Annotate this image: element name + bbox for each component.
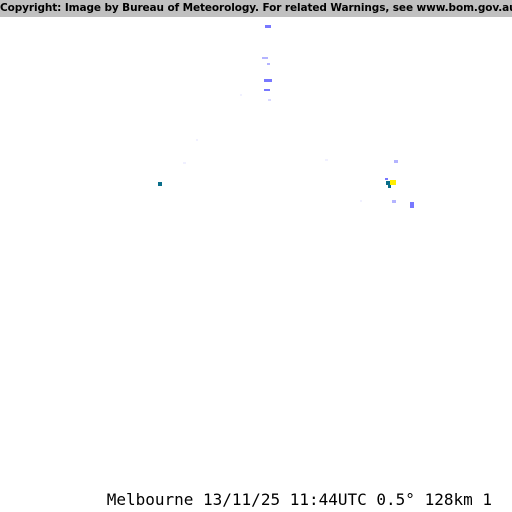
radar-echo (390, 180, 396, 185)
copyright-text: Copyright: Image by Bureau of Meteorolog… (0, 2, 512, 14)
radar-echo (264, 79, 272, 82)
copyright-bar: Copyright: Image by Bureau of Meteorolog… (0, 0, 512, 17)
radar-echo (265, 25, 271, 28)
radar-echo (262, 57, 268, 59)
radar-echo (196, 139, 198, 141)
radar-echo (325, 159, 328, 161)
radar-echo (392, 200, 396, 203)
radar-echo (385, 178, 388, 180)
radar-caption-text: Melbourne 13/11/25 11:44UTC 0.5° 128km 1 (106, 490, 492, 509)
radar-echo (268, 99, 271, 101)
radar-echo (264, 89, 270, 91)
radar-echo (158, 182, 162, 186)
radar-image (0, 17, 512, 487)
radar-caption: Melbourne 13/11/25 11:44UTC 0.5° 128km 1 (107, 491, 492, 509)
radar-echo (394, 160, 398, 163)
radar-echo (410, 202, 414, 208)
radar-echo (386, 181, 390, 185)
radar-echo (240, 94, 242, 96)
radar-echo (267, 63, 270, 65)
radar-echo (388, 185, 391, 188)
radar-echo (360, 200, 362, 202)
radar-echo (183, 162, 186, 164)
